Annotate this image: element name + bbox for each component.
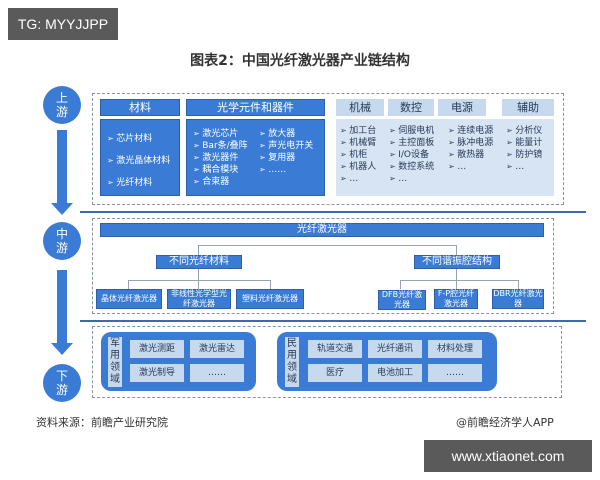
auxiliary-header: 辅助 [502, 99, 554, 116]
list-item: 放大器 [259, 128, 313, 140]
list-item: 能量计 [506, 137, 542, 149]
list-item: … [448, 161, 493, 173]
stage-midstream-label: 中游 [55, 227, 68, 255]
optics-header: 光学元件和器件 [186, 99, 325, 116]
civil-item: 轨道交通 [308, 340, 362, 358]
watermark-tag-bottom: www.xtiaonet.com [424, 440, 592, 472]
military-label: 军用领域 [108, 337, 122, 387]
military-item: 激光雷达 [190, 340, 244, 358]
list-item: … [389, 173, 434, 185]
civil-item: …… [428, 364, 482, 382]
military-panel: 军用领域 激光测距 激光雷达 激光制导 …… [101, 332, 256, 391]
list-item: 机柜 [340, 149, 376, 161]
list-item: I/O设备 [389, 149, 434, 161]
arrow-down-icon [51, 203, 73, 215]
cnc-header: 数控 [388, 99, 434, 116]
power-header: 电源 [438, 99, 486, 116]
list-item: 合束器 [193, 176, 248, 188]
list-item: 激光芯片 [193, 128, 248, 140]
list-item: 脉冲电源 [448, 137, 493, 149]
military-item: …… [190, 364, 244, 382]
credit-note: @前瞻经济学人APP [456, 416, 554, 429]
upstream-section [92, 93, 564, 205]
list-item: 加工台 [340, 125, 376, 137]
fp-fiber-laser: F-P腔光纤激光器 [434, 289, 478, 309]
list-item: 数控系统 [389, 161, 434, 173]
civil-item: 医疗 [308, 364, 362, 382]
list-item: … [506, 161, 542, 173]
arrow-shaft-1 [57, 130, 67, 204]
optics-box: 激光芯片 Bar条/叠阵 激光器件 耦合模块 合束器 放大器 声光电开关 复用器… [186, 119, 325, 196]
list-item: Bar条/叠阵 [193, 140, 247, 152]
military-item: 激光测距 [130, 340, 184, 358]
list-item: 主控面板 [389, 137, 434, 149]
list-item: 激光器件 [193, 152, 248, 164]
stage-downstream-label: 下游 [55, 369, 68, 397]
list-item: 机器人 [340, 161, 376, 173]
stage-upstream: 上游 [43, 86, 81, 124]
dbr-fiber-laser: DBR光纤激光器 [492, 289, 544, 309]
stage-upstream-label: 上游 [55, 91, 68, 119]
nonlinear-fiber-laser: 非线性光学型光纤激光器 [167, 289, 231, 309]
chart-title: 图表2：中国光纤激光器产业链结构 [190, 53, 410, 69]
watermark-tag-top: TG: MYYJJPP [8, 8, 118, 40]
downstream-section [92, 326, 562, 398]
arrow-down-icon [51, 343, 73, 355]
list-item: 耦合模块 [193, 164, 248, 176]
machinery-header: 机械 [336, 99, 384, 116]
crystal-fiber-laser: 晶体光纤激光器 [96, 289, 162, 309]
civil-item: 电池加工 [368, 364, 422, 382]
list-item: 光纤材料 [107, 172, 179, 194]
list-item: 激光晶体材料 [107, 150, 179, 172]
divider-2 [80, 320, 586, 322]
list-item: 机械臂 [340, 137, 376, 149]
materials-header: 材料 [100, 99, 180, 116]
civil-panel: 民用领域 轨道交通 光纤通讯 材料处理 医疗 电池加工 …… [277, 332, 497, 391]
branch-fiber-material: 不同光纤材料 [156, 255, 242, 269]
list-item: … [340, 173, 376, 185]
civil-item: 光纤通讯 [368, 340, 422, 358]
list-item: 声光电开关 [259, 140, 313, 152]
materials-box: 芯片材料 激光晶体材料 光纤材料 [100, 119, 180, 196]
military-item: 激光制导 [130, 364, 184, 382]
plastic-fiber-laser: 塑料光纤激光器 [236, 289, 304, 309]
branch-cavity-structure: 不同谐振腔结构 [414, 255, 500, 269]
civil-item: 材料处理 [428, 340, 482, 358]
list-item: 分析仪 [506, 125, 542, 137]
civil-label: 民用领域 [285, 337, 299, 387]
equipment-box: 加工台 机械臂 机柜 机器人 … 伺服电机 主控面板 I/O设备 数控系统 … … [336, 119, 554, 196]
list-item: 复用器 [259, 152, 313, 164]
list-item: 芯片材料 [107, 128, 179, 150]
list-item: 连续电源 [448, 125, 493, 137]
divider-1 [80, 211, 586, 213]
list-item: 伺服电机 [389, 125, 434, 137]
list-item: …… [259, 164, 313, 176]
source-note: 资料来源：前瞻产业研究院 [36, 416, 168, 429]
list-item: 防护镜 [506, 149, 542, 161]
dfb-fiber-laser: DFB光纤激光器 [378, 290, 426, 310]
stage-downstream: 下游 [43, 364, 81, 402]
stage-midstream: 中游 [43, 222, 81, 260]
list-item: 散热器 [448, 149, 493, 161]
midstream-section [92, 218, 554, 314]
fiber-laser-bar: 光纤激光器 [100, 223, 544, 237]
arrow-shaft-2 [57, 270, 67, 344]
